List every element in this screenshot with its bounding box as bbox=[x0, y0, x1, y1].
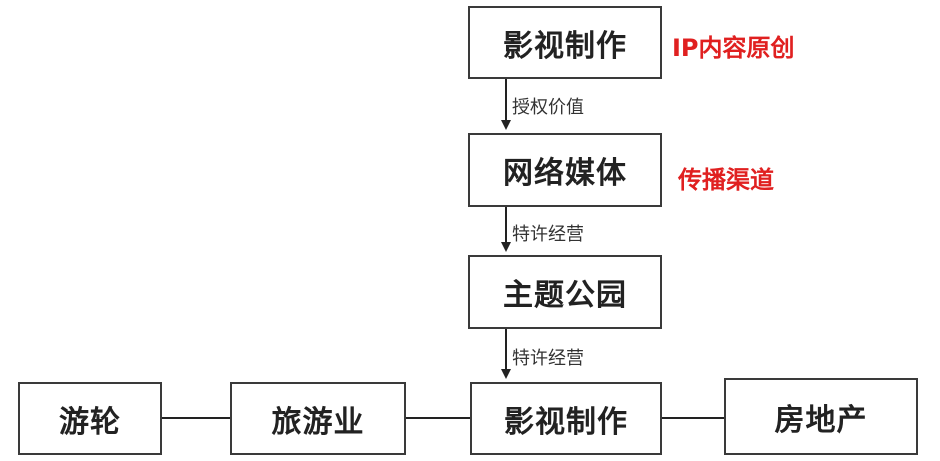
node-real-estate: 房地产 bbox=[724, 378, 918, 455]
node-theme-park: 主题公园 bbox=[468, 255, 662, 329]
note-distribution-channel: 传播渠道 bbox=[678, 166, 774, 194]
node-film-production-bottom: 影视制作 bbox=[470, 382, 662, 455]
edge-label-license-value: 授权价值 bbox=[512, 97, 584, 118]
node-online-media: 网络媒体 bbox=[468, 133, 662, 207]
node-film-production-top: 影视制作 bbox=[468, 6, 662, 79]
edge-label-franchise-1: 特许经营 bbox=[512, 224, 584, 245]
edge-label-franchise-2: 特许经营 bbox=[512, 348, 584, 369]
node-cruise: 游轮 bbox=[18, 382, 162, 455]
note-ip-original: IP内容原创 bbox=[672, 34, 795, 62]
node-tourism: 旅游业 bbox=[230, 382, 406, 455]
